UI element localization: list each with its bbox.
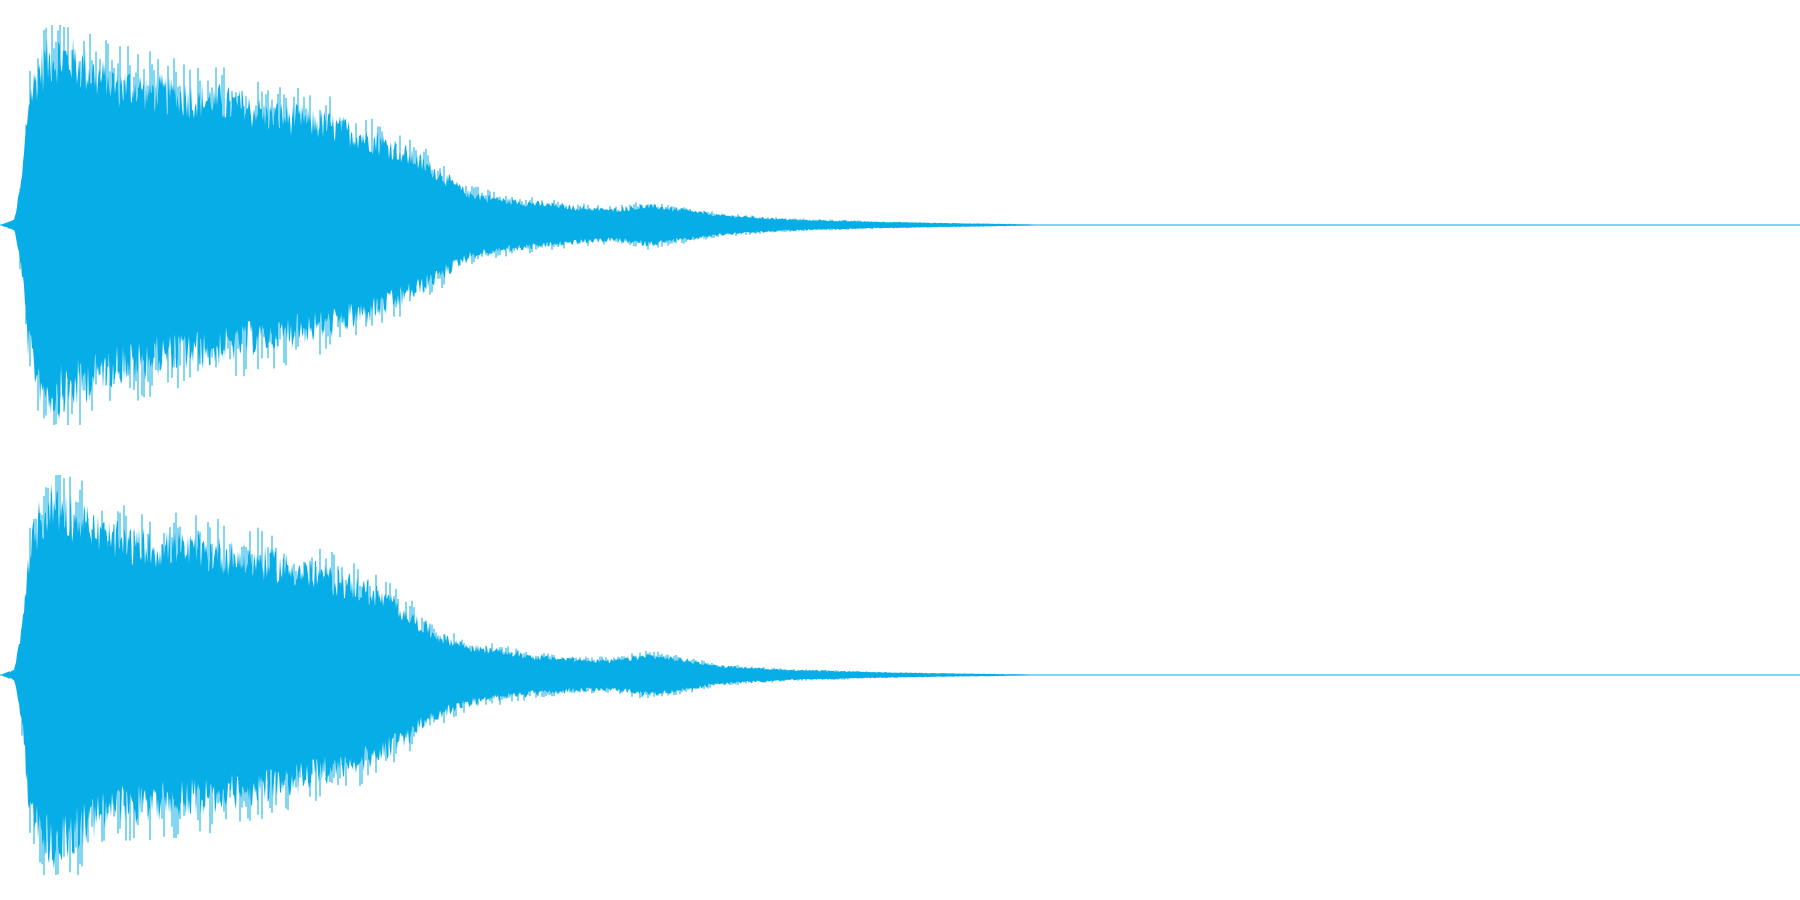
- channel-1-waveform: [0, 25, 1800, 425]
- channel-1-transient-spikes: [19, 25, 861, 425]
- channel-2-waveform: [0, 475, 1800, 875]
- channel-1-waveform-body: [0, 37, 1800, 420]
- channel-2-transient-spikes: [21, 475, 849, 875]
- channel-2-waveform-body: [0, 483, 1800, 870]
